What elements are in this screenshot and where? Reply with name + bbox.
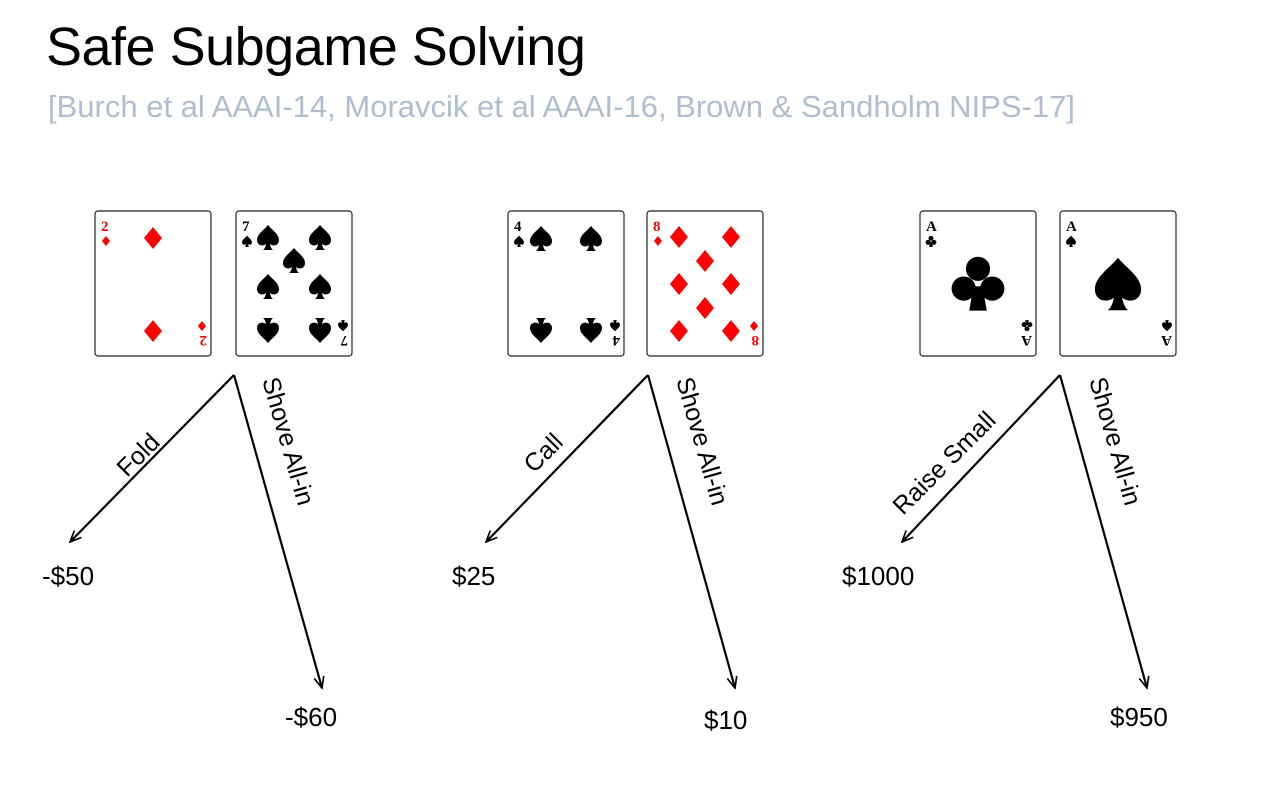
card-8-of-diamonds: 8 8 (646, 210, 764, 357)
card-ace-of-spades: A A (1059, 210, 1177, 357)
card-4-of-spades: 4 4 (507, 210, 625, 357)
card-rank: 2 (101, 219, 109, 235)
shove-arrow (232, 374, 322, 688)
card-2-of-diamonds: 2 2 (94, 210, 212, 357)
payoff-label: $950 (1110, 702, 1168, 732)
hand-1: 2 2 7 7 Fold Sh (42, 210, 353, 732)
fold-arrow (70, 374, 235, 542)
payoff-label: $25 (452, 561, 495, 591)
action-label-shove: Shove All-in (1083, 374, 1146, 509)
hand-2: 4 4 8 8 (452, 210, 764, 735)
card-rank: A (926, 219, 937, 235)
payoff-label: $10 (704, 705, 747, 735)
action-label-fold: Fold (111, 428, 165, 482)
card-rank: 8 (653, 219, 661, 235)
raise-small-arrow (902, 374, 1061, 542)
shove-arrow (646, 374, 735, 688)
action-label-raise-small: Raise Small (887, 406, 1001, 520)
card-rank: 4 (514, 219, 522, 235)
card-rank: A (1021, 332, 1032, 348)
card-rank: 2 (200, 332, 208, 348)
card-rank: 8 (752, 332, 760, 348)
payoff-label: -$60 (285, 702, 337, 732)
card-rank: A (1161, 332, 1172, 348)
card-7-of-spades: 7 7 (235, 210, 353, 357)
payoff-label: $1000 (842, 561, 914, 591)
shove-arrow (1058, 374, 1147, 688)
call-arrow (486, 374, 649, 542)
card-rank: 4 (612, 332, 620, 348)
slide-title: Safe Subgame Solving (46, 17, 586, 77)
card-rank: 7 (242, 219, 250, 235)
slide-subtitle: [Burch et al AAAI-14, Moravcik et al AAA… (48, 89, 1075, 124)
card-rank: 7 (340, 332, 348, 348)
card-rank: A (1066, 219, 1077, 235)
hand-3: A A A A Raise Small Shove All-in $1000 $… (842, 210, 1177, 732)
card-ace-of-clubs: A A (919, 210, 1037, 357)
payoff-label: -$50 (42, 561, 94, 591)
action-label-call: Call (518, 428, 568, 478)
